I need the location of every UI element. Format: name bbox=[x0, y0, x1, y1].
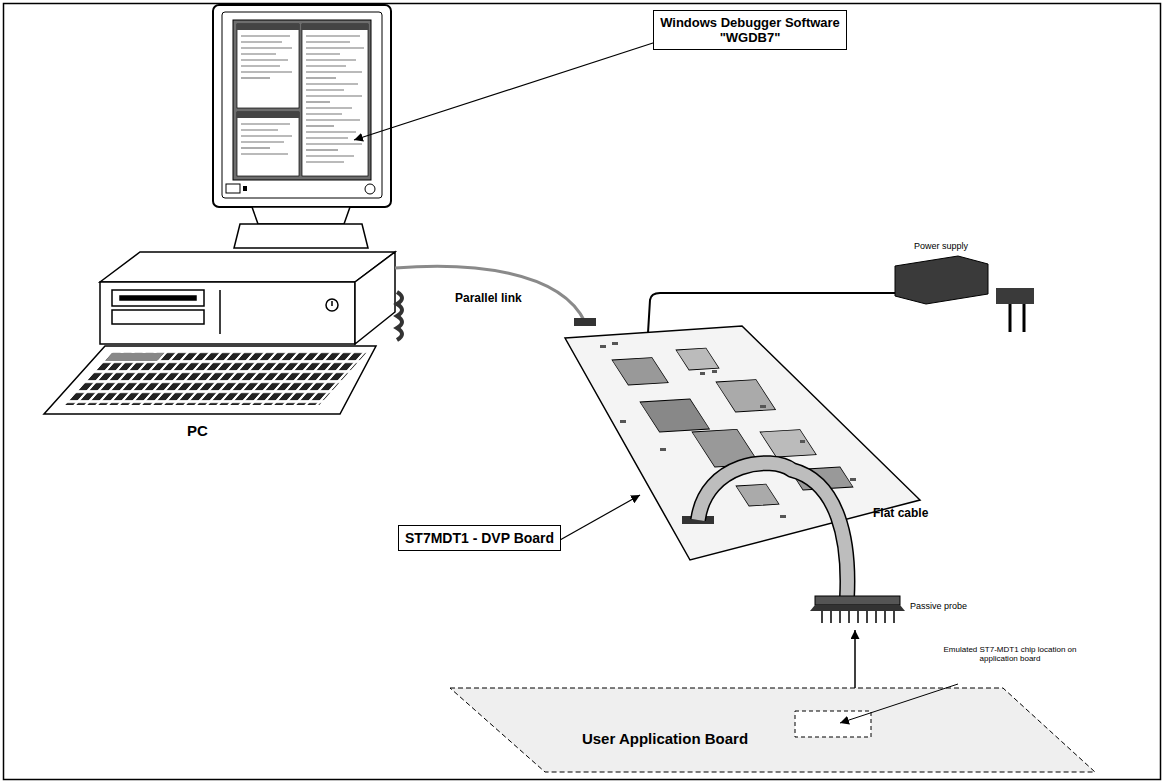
power-supply bbox=[648, 256, 1034, 333]
board-ground bbox=[450, 688, 1095, 772]
node-text: ST7MDT1 - DVP Board bbox=[405, 530, 554, 546]
callout-box: Windows Debugger Software "WGDB7" bbox=[653, 10, 847, 50]
leader-line bbox=[840, 684, 958, 723]
part-label: Emulated ST7-MDT1 chip location on appli… bbox=[935, 645, 1085, 663]
node-text: User Application Board bbox=[545, 730, 785, 747]
chip-location bbox=[795, 711, 871, 737]
frame bbox=[4, 4, 1161, 780]
part-label: PC bbox=[187, 422, 208, 439]
part-label: Parallel link bbox=[455, 291, 522, 305]
callout-box: ST7MDT1 - DVP Board bbox=[398, 525, 561, 551]
board-shape bbox=[450, 688, 1095, 772]
passive-probe bbox=[810, 596, 905, 623]
node-text: Windows Debugger Software "WGDB7" bbox=[660, 15, 840, 45]
board-border bbox=[450, 688, 1095, 772]
part-label: Power supply bbox=[914, 241, 968, 251]
leader-line bbox=[354, 42, 656, 140]
part-label: Flat cable bbox=[873, 506, 928, 520]
system-unit bbox=[100, 252, 402, 344]
flat-cable bbox=[698, 463, 847, 598]
monitor bbox=[213, 5, 391, 248]
parallel-cable bbox=[395, 266, 596, 326]
keyboard bbox=[44, 346, 376, 414]
board-outline: User Application Board bbox=[450, 688, 1095, 772]
dvp-board bbox=[565, 326, 920, 560]
leader-line bbox=[560, 495, 640, 540]
part-label: Passive probe bbox=[910, 601, 967, 611]
